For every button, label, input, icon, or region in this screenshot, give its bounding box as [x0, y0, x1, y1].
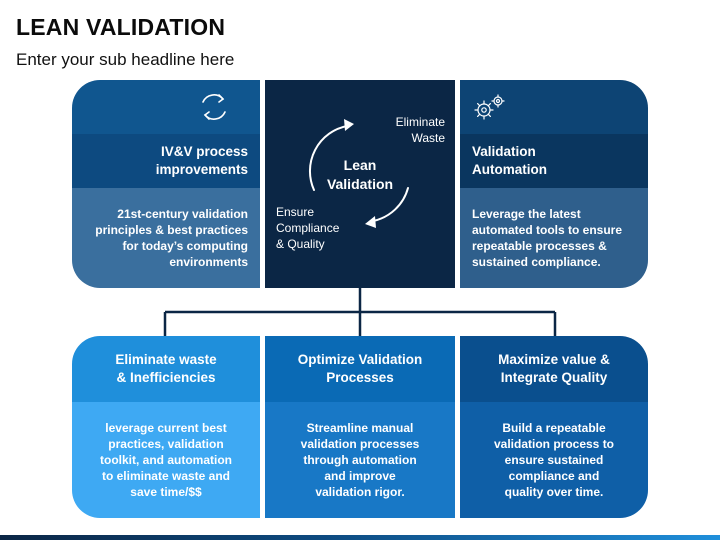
bottom-card-2-body: Streamline manual validation processes t… [265, 402, 455, 518]
top-left-body-line: 21st-century validation [117, 206, 248, 221]
center-label-line: Waste [411, 131, 445, 146]
gears-icon [474, 94, 505, 120]
top-right-body-line: Leverage the latest [472, 206, 581, 221]
bottom-card-1-heading: Eliminate waste & Inefficiencies [72, 336, 260, 402]
top-left-body-line: environments [169, 255, 248, 270]
bottom-card-body-line: ensure sustained [504, 452, 604, 467]
top-left-body-line: principles & best practices [95, 222, 248, 237]
bottom-card-3-heading: Maximize value & Integrate Quality [460, 336, 648, 402]
bottom-card-body-line: Build a repeatable [502, 420, 606, 435]
center-label-line: Eliminate [395, 115, 445, 129]
bottom-card-body-line: compliance and [508, 469, 600, 484]
bottom-card-body-line: to eliminate waste and [101, 469, 231, 484]
bottom-card-body-line: through automation [303, 452, 417, 467]
bottom-card-body-line: Streamline manual [306, 420, 414, 435]
bottom-card-title-line: Maximize value & [498, 351, 610, 367]
center-panel: Lean Validation Eliminate Waste Ensure C… [265, 80, 455, 288]
center-label-line: & Quality [276, 237, 325, 252]
refresh-icon [202, 94, 226, 120]
bottom-card-2-heading: Optimize Validation Processes [265, 336, 455, 402]
bottom-card-title-line: Eliminate waste [115, 351, 217, 367]
top-left-icon-panel [72, 80, 260, 134]
bottom-card-title-line: Processes [326, 370, 394, 385]
top-left-title-line: improvements [155, 162, 248, 177]
bottom-card-body-line: save time/$$ [130, 485, 202, 500]
center-title-line: Lean [343, 157, 377, 173]
top-left-body-line: for today’s computing [122, 239, 248, 253]
top-right-body-line: sustained compliance. [472, 255, 601, 270]
top-right-title-line: Automation [472, 162, 547, 177]
bottom-card-body-line: validation process to [493, 436, 615, 451]
center-label-bottom: Ensure Compliance & Quality [276, 204, 366, 253]
top-right-heading: Validation Automation [460, 134, 648, 188]
top-right-body: Leverage the latest automated tools to e… [460, 188, 648, 288]
cycle-arrows-icon [309, 119, 409, 228]
bottom-accent-stripe [0, 535, 720, 540]
bottom-card-body-line: practices, validation [108, 436, 224, 451]
bottom-card-title-line: Optimize Validation [297, 351, 423, 367]
bottom-card-body-line: and improve [324, 469, 396, 484]
top-left-title-line: IV&V process [160, 143, 248, 159]
bottom-card-title-line: Integrate Quality [500, 370, 608, 385]
bottom-card-body-line: quality over time. [504, 485, 604, 500]
page-subtitle: Enter your sub headline here [16, 50, 235, 69]
bottom-card-body-line: validation rigor. [315, 485, 405, 500]
top-right-icon-panel [460, 80, 648, 134]
bottom-card-body-line: leverage current best [105, 420, 227, 435]
bottom-card-1-body: leverage current best practices, validat… [72, 402, 260, 518]
page-title: LEAN VALIDATION [16, 14, 226, 40]
center-title-line: Validation [326, 175, 394, 192]
bottom-card-3-body: Build a repeatable validation process to… [460, 402, 648, 518]
top-right-title-line: Validation [472, 143, 536, 159]
center-title: Lean Validation [310, 156, 410, 194]
top-right-body-line: repeatable processes & [472, 239, 607, 253]
center-label-line: Compliance [276, 221, 340, 236]
top-right-body-line: automated tools to ensure [472, 222, 623, 237]
bottom-card-title-line: & Inefficiencies [116, 370, 216, 385]
top-left-body: 21st-century validation principles & bes… [72, 188, 260, 288]
bottom-card-body-line: toolkit, and automation [100, 452, 232, 467]
bottom-card-body-line: validation processes [300, 436, 420, 451]
center-label-line: Ensure [276, 205, 315, 219]
center-label-top: Eliminate Waste [375, 114, 445, 146]
top-left-heading: IV&V process improvements [72, 134, 260, 188]
